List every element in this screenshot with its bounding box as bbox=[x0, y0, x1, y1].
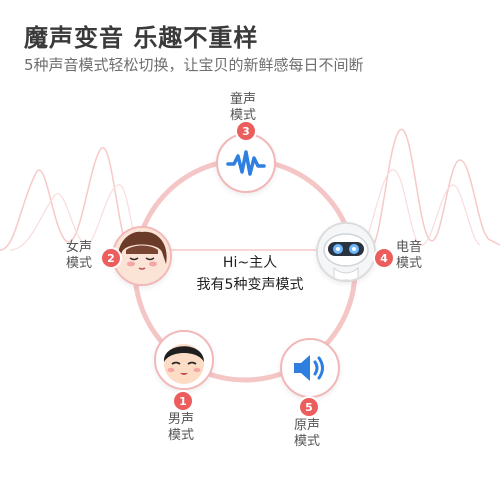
decorative-sound-wave-secondary bbox=[9, 169, 481, 251]
center-greeting-line2: 我有5种变声模式 bbox=[196, 277, 304, 293]
mode-female-voice-button[interactable] bbox=[112, 226, 172, 286]
mode-label-original: 原声 模式 bbox=[294, 418, 321, 449]
mode-label-female: 女声 模式 bbox=[66, 240, 93, 271]
center-greeting-line1: Hi~主人 bbox=[222, 255, 278, 271]
page-title: 魔声变音 乐趣不重样 bbox=[24, 24, 259, 52]
mode-electronic-voice-button[interactable] bbox=[316, 222, 376, 282]
sound-wave-icon bbox=[226, 150, 266, 176]
mode-label-male: 男声 模式 bbox=[168, 412, 195, 443]
robot-icon bbox=[318, 224, 374, 280]
mode-male-voice-button[interactable] bbox=[154, 330, 214, 390]
mode-number-badge: 5 bbox=[298, 396, 320, 418]
page-subtitle: 5种声音模式轻松切换，让宝贝的新鲜感每日不间断 bbox=[24, 56, 364, 74]
boy-face-icon bbox=[156, 332, 212, 388]
mode-number-badge: 3 bbox=[235, 120, 257, 142]
mode-number-badge: 1 bbox=[172, 390, 194, 412]
mode-label-child: 童声 模式 bbox=[230, 92, 257, 123]
decorative-sound-wave bbox=[0, 129, 500, 251]
speaker-icon bbox=[294, 355, 324, 381]
girl-face-icon bbox=[114, 228, 170, 284]
mode-original-voice-button[interactable] bbox=[280, 338, 340, 398]
mode-number-badge: 2 bbox=[100, 247, 122, 269]
mode-number-badge: 4 bbox=[373, 247, 395, 269]
mode-label-electronic: 电音 模式 bbox=[396, 240, 423, 271]
mode-child-voice-button[interactable] bbox=[216, 133, 276, 193]
center-greeting: Hi~主人 我有5种变声模式 bbox=[170, 252, 330, 296]
